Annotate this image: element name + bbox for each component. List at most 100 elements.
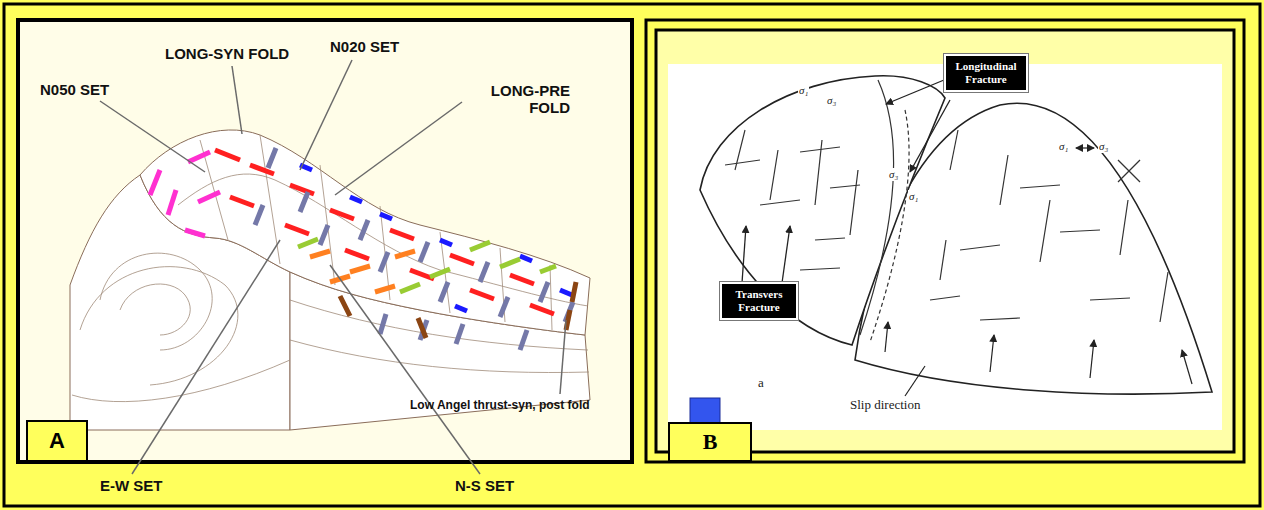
fracture-sets — [540, 266, 556, 272]
fracture-sets — [340, 296, 350, 316]
fracture-sets — [168, 190, 176, 215]
fracture-sets — [188, 152, 210, 162]
fracture-sets — [285, 225, 309, 234]
fracture-sets — [330, 210, 354, 219]
fracture-sets — [345, 250, 369, 259]
fracture-sets — [566, 310, 570, 330]
fracture-sets — [380, 214, 392, 219]
fracture-sets — [230, 197, 254, 206]
fracture-sets — [320, 225, 328, 245]
dome-fractures — [940, 240, 946, 280]
fracture-sets — [150, 148, 576, 350]
figure-letter: a — [758, 376, 764, 391]
stress-symbol: σ₃ — [888, 168, 899, 181]
fracture-sets — [430, 269, 450, 277]
fracture-sets — [456, 324, 463, 344]
dome-fractures — [1090, 298, 1130, 300]
fracture-callout: Transvers Fracture — [722, 284, 796, 318]
dome-fractures — [800, 268, 840, 270]
panel-a-frame — [18, 20, 632, 462]
fracture-sets — [390, 230, 414, 239]
fracture-sets — [150, 170, 160, 195]
slip-arrows — [905, 366, 925, 396]
sketch-ground — [668, 64, 1222, 430]
dome-fractures — [870, 110, 909, 342]
fracture-sets — [420, 242, 428, 262]
fracture-sets — [268, 148, 276, 168]
dome-sketch — [700, 76, 1212, 394]
fracture-sets — [418, 318, 426, 338]
node-text: A — [49, 428, 65, 454]
fracture-sets — [500, 297, 508, 317]
fold-layering — [550, 265, 552, 330]
callout-arrows — [886, 80, 944, 104]
dome-fractures — [760, 200, 800, 205]
dome-sketch — [855, 103, 1212, 394]
leader-lines — [100, 101, 205, 172]
fracture-sets — [395, 251, 415, 257]
dome-fractures — [950, 130, 958, 170]
slip-arrows — [990, 335, 994, 372]
fold-layering — [290, 300, 588, 350]
set-label: N020 SET — [330, 38, 399, 55]
callout-arrows — [742, 80, 950, 283]
fracture-sets — [540, 282, 548, 302]
node-text: Longitudinal Fracture — [950, 60, 1022, 86]
fracture-sets — [520, 330, 527, 350]
dome-fractures — [930, 296, 960, 300]
dome-fractures — [1040, 200, 1050, 262]
set-label: LONG-SYN FOLD — [165, 45, 289, 62]
dome-fractures — [815, 238, 845, 240]
fracture-sets — [560, 290, 572, 295]
node-text: B — [703, 429, 718, 455]
fracture-sets — [510, 275, 534, 284]
callout-arrows — [782, 226, 790, 283]
stress-symbol: σ₁ — [1058, 140, 1069, 153]
fold-layering — [178, 174, 588, 306]
dome-fractures — [800, 147, 840, 152]
fracture-sets — [310, 251, 330, 257]
dome-fractures — [1118, 160, 1140, 182]
panel-b-inner-frame — [656, 30, 1234, 452]
fracture-sets — [350, 266, 370, 272]
fold-layering — [120, 284, 190, 335]
leader-lines — [232, 66, 242, 134]
dome-fractures — [1060, 230, 1100, 232]
dome-fractures — [1120, 200, 1128, 255]
fracture-sets — [440, 240, 452, 245]
callout-arrows — [742, 226, 746, 283]
block-diagram — [290, 272, 590, 430]
fracture-sets — [470, 290, 494, 299]
leader-lines — [330, 265, 480, 474]
leader-lines — [335, 102, 462, 195]
dome-fractures — [860, 80, 893, 335]
fracture-sets — [255, 205, 263, 225]
fracture-sets — [380, 314, 386, 334]
fracture-sets — [470, 242, 490, 250]
outer-frame — [4, 4, 1260, 506]
set-label: E-W SET — [100, 477, 163, 494]
callout-arrows — [910, 100, 950, 172]
fracture-sets — [455, 306, 467, 311]
fold-layering — [320, 165, 335, 285]
dome-fractures — [1160, 272, 1168, 322]
fracture-sets — [300, 192, 308, 212]
dome-fractures — [735, 130, 745, 170]
stress-symbol: σ₁ — [908, 190, 919, 203]
dome-fractures — [725, 160, 760, 165]
leader-lines — [560, 320, 566, 394]
dome-fractures — [850, 170, 858, 235]
fracture-sets — [440, 282, 448, 302]
blue-marker — [690, 398, 720, 424]
leader-lines — [132, 240, 280, 474]
dome-fractures — [980, 318, 1020, 320]
dome-fractures — [770, 150, 778, 200]
fracture-sets — [520, 256, 532, 261]
dome-fractures — [1020, 185, 1060, 188]
fracture-sets — [298, 239, 318, 247]
dome-fractures — [960, 245, 1000, 250]
fracture-sets — [198, 192, 220, 202]
fracture-sets — [572, 282, 576, 302]
fracture-sets — [375, 286, 395, 292]
